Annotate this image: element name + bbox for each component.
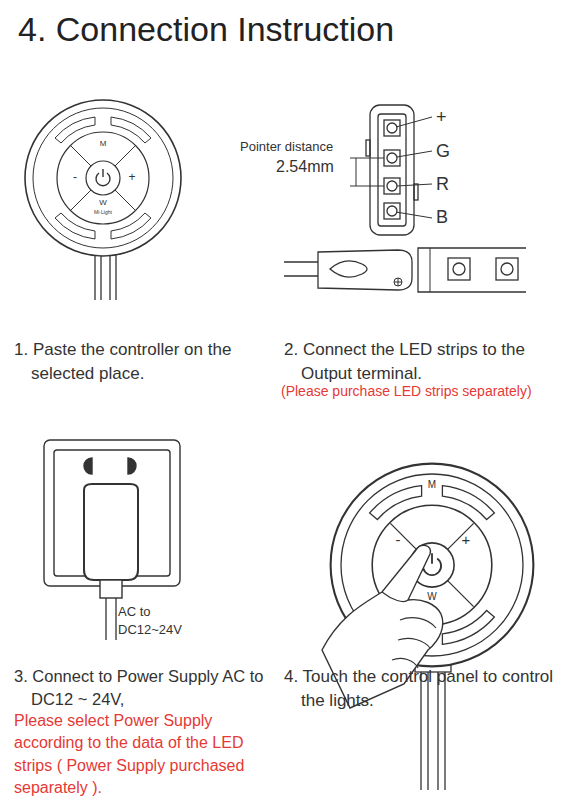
step-text: 4. Touch the control panel to control th… xyxy=(284,665,556,713)
button-label: M xyxy=(93,140,113,149)
output-terminal xyxy=(350,105,432,235)
pin-label: R xyxy=(436,172,456,197)
step-text: 1. Paste the controller on the selected … xyxy=(14,338,273,386)
dimension-value: 2.54mm xyxy=(276,156,346,178)
pin-label: B xyxy=(436,205,456,230)
touch-controller xyxy=(25,100,181,256)
note-text: (Please purchase LED strips separately) xyxy=(281,382,566,402)
page-title: 4. Connection Instruction xyxy=(18,6,394,54)
note-text: Please select Power Supply according to … xyxy=(14,710,254,800)
step-text: 2. Connect the LED strips to the Output … xyxy=(284,338,556,386)
led-strip-plug xyxy=(284,248,526,292)
dimension-label: Pointer distance xyxy=(240,138,352,156)
button-label: + xyxy=(125,169,139,186)
button-label: + xyxy=(459,529,473,550)
button-label: - xyxy=(391,529,405,550)
step-text: 3. Connect to Power Supply AC to DC12 ~ … xyxy=(14,665,271,711)
voltage-label: AC to DC12~24V xyxy=(118,603,198,639)
button-label: W xyxy=(422,591,442,602)
button-label: - xyxy=(68,169,82,186)
button-label: M xyxy=(422,479,442,490)
logo-text: Mi·Light xyxy=(83,210,123,216)
power-adapter xyxy=(44,440,180,640)
button-label: W xyxy=(93,199,113,208)
pin-label: G xyxy=(436,139,456,164)
pin-label: + xyxy=(436,105,456,130)
